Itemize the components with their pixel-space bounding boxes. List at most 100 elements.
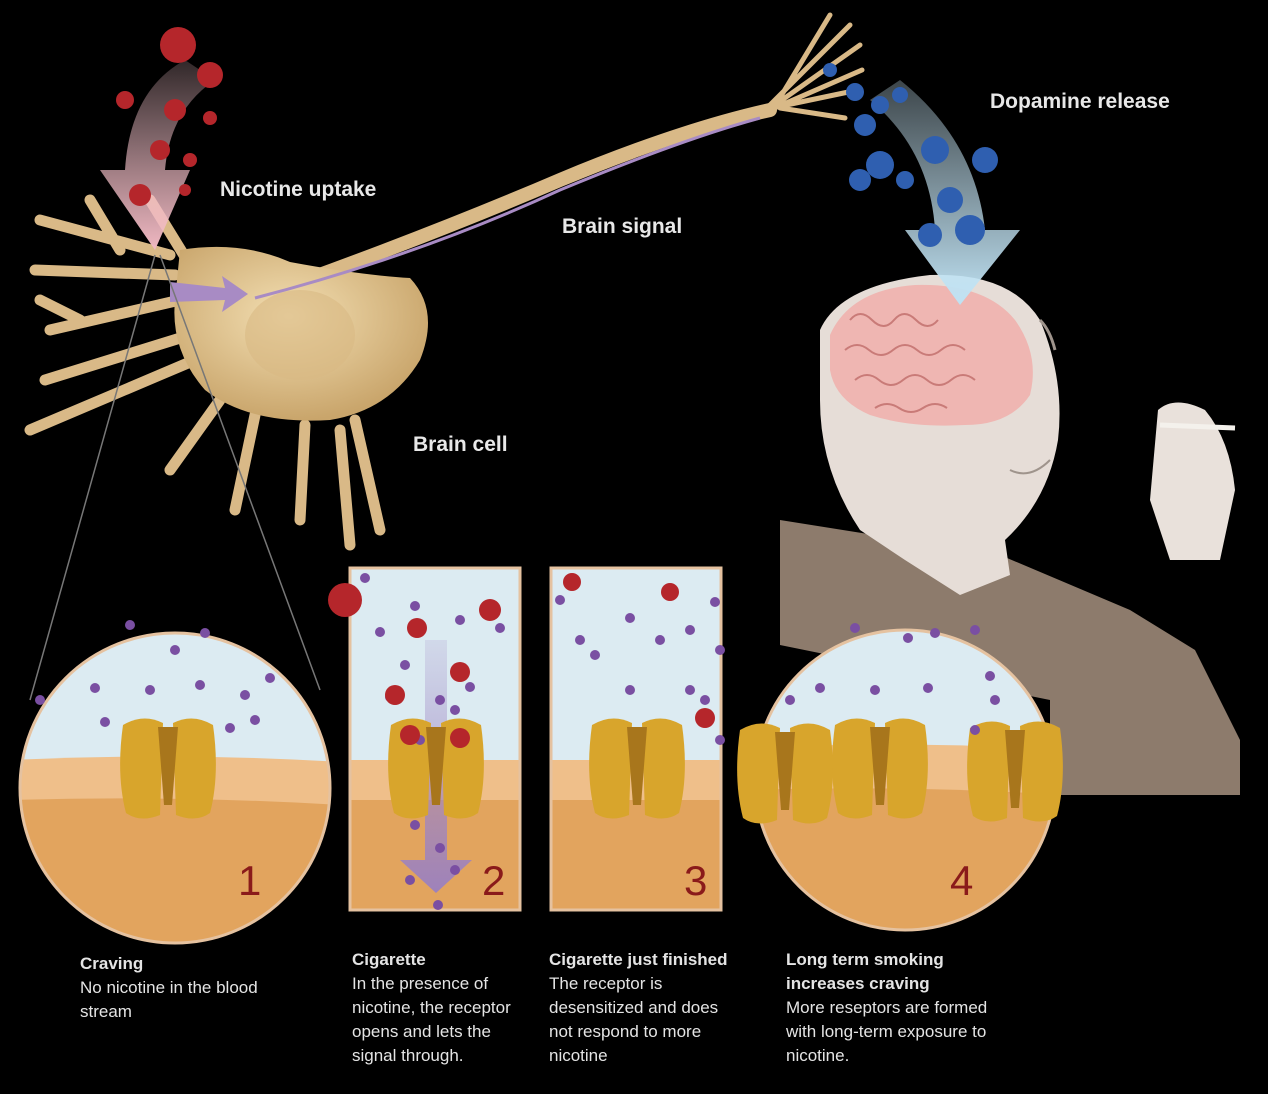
molecule: [985, 671, 995, 681]
molecule: [495, 623, 505, 633]
molecule: [200, 628, 210, 638]
dopamine-particle: [918, 223, 942, 247]
molecule: [555, 595, 565, 605]
molecule: [970, 625, 980, 635]
molecule: [125, 620, 135, 630]
nicotine-particle: [450, 662, 470, 682]
nicotine-particle: [197, 62, 223, 88]
molecule: [375, 627, 385, 637]
molecule: [815, 683, 825, 693]
molecule: [870, 685, 880, 695]
panel-4-body: More reseptors are formed with long-term…: [786, 996, 1001, 1068]
molecule: [170, 645, 180, 655]
nicotine-particle: [183, 153, 197, 167]
molecule: [710, 597, 720, 607]
nicotine-particle: [328, 583, 362, 617]
panel-4-number: 4: [950, 857, 973, 904]
nicotine-particle: [164, 99, 186, 121]
nicotine-particle: [400, 725, 420, 745]
panel-3-number: 3: [684, 857, 707, 904]
panel-3-receptor: [589, 718, 685, 818]
panel-2-caption: Cigarette In the presence of nicotine, t…: [352, 948, 522, 1068]
molecule: [265, 673, 275, 683]
panel-4-receptor: [967, 721, 1063, 821]
panel-3-caption: Cigarette just finished The receptor is …: [549, 948, 729, 1068]
molecule: [360, 573, 370, 583]
molecule: [435, 843, 445, 853]
dopamine-particle: [892, 87, 908, 103]
dopamine-particle: [955, 215, 985, 245]
panel-1-title: Craving: [80, 952, 280, 976]
panel-1-receptor: [120, 718, 216, 818]
molecule: [715, 735, 725, 745]
molecule: [435, 695, 445, 705]
nicotine-particle: [450, 728, 470, 748]
panel-2-body: In the presence of nicotine, the recepto…: [352, 972, 522, 1068]
dopamine-particle: [871, 96, 889, 114]
brain-cell-label: Brain cell: [413, 433, 508, 457]
nicotine-particle: [129, 184, 151, 206]
molecule: [625, 685, 635, 695]
nicotine-particle: [385, 685, 405, 705]
nicotine-particle: [563, 573, 581, 591]
nicotine-particle: [116, 91, 134, 109]
dopamine-particle: [849, 169, 871, 191]
molecule: [145, 685, 155, 695]
panel-2-title: Cigarette: [352, 948, 522, 972]
molecule: [450, 865, 460, 875]
molecule: [575, 635, 585, 645]
molecule: [405, 875, 415, 885]
molecule: [465, 682, 475, 692]
dopamine-particle: [921, 136, 949, 164]
dopamine-particle: [854, 114, 876, 136]
molecule: [930, 628, 940, 638]
dopamine-particle: [846, 83, 864, 101]
nicotine-particle: [150, 140, 170, 160]
panel-3-body: The receptor is desensitized and does no…: [549, 972, 729, 1068]
panel-3-title: Cigarette just finished: [549, 948, 729, 972]
dopamine-particle: [866, 151, 894, 179]
molecule: [970, 725, 980, 735]
molecule: [400, 660, 410, 670]
molecule: [250, 715, 260, 725]
panel-2-number: 2: [482, 857, 505, 904]
molecule: [590, 650, 600, 660]
molecule: [225, 723, 235, 733]
molecule: [195, 680, 205, 690]
molecule: [433, 900, 443, 910]
panel-4-caption: Long term smoking increases craving More…: [786, 948, 1001, 1068]
dopamine-particle: [972, 147, 998, 173]
panel-4-title: Long term smoking increases craving: [786, 948, 1001, 996]
molecule: [850, 623, 860, 633]
panel-1-body: No nicotine in the blood stream: [80, 976, 280, 1024]
dopamine-particle: [896, 171, 914, 189]
nicotine-particle: [160, 27, 196, 63]
molecule: [715, 645, 725, 655]
molecule: [655, 635, 665, 645]
molecule: [700, 695, 710, 705]
molecule: [410, 601, 420, 611]
dopamine-release-label: Dopamine release: [990, 90, 1170, 114]
nicotine-uptake-label: Nicotine uptake: [220, 178, 376, 202]
molecule: [100, 717, 110, 727]
molecule: [455, 615, 465, 625]
nicotine-particle: [203, 111, 217, 125]
nicotine-particle: [695, 708, 715, 728]
molecule: [903, 633, 913, 643]
molecule: [923, 683, 933, 693]
panel-1-number: 1: [238, 857, 261, 904]
nicotine-particle: [407, 618, 427, 638]
molecule: [450, 705, 460, 715]
nicotine-particle: [479, 599, 501, 621]
dopamine-particle: [937, 187, 963, 213]
molecule: [625, 613, 635, 623]
molecule: [240, 690, 250, 700]
panel-4-receptor: [832, 718, 928, 818]
nicotine-particle: [661, 583, 679, 601]
molecule: [410, 820, 420, 830]
panel-1-caption: Craving No nicotine in the blood stream: [80, 952, 280, 1024]
molecule: [90, 683, 100, 693]
molecule: [785, 695, 795, 705]
molecule: [35, 695, 45, 705]
